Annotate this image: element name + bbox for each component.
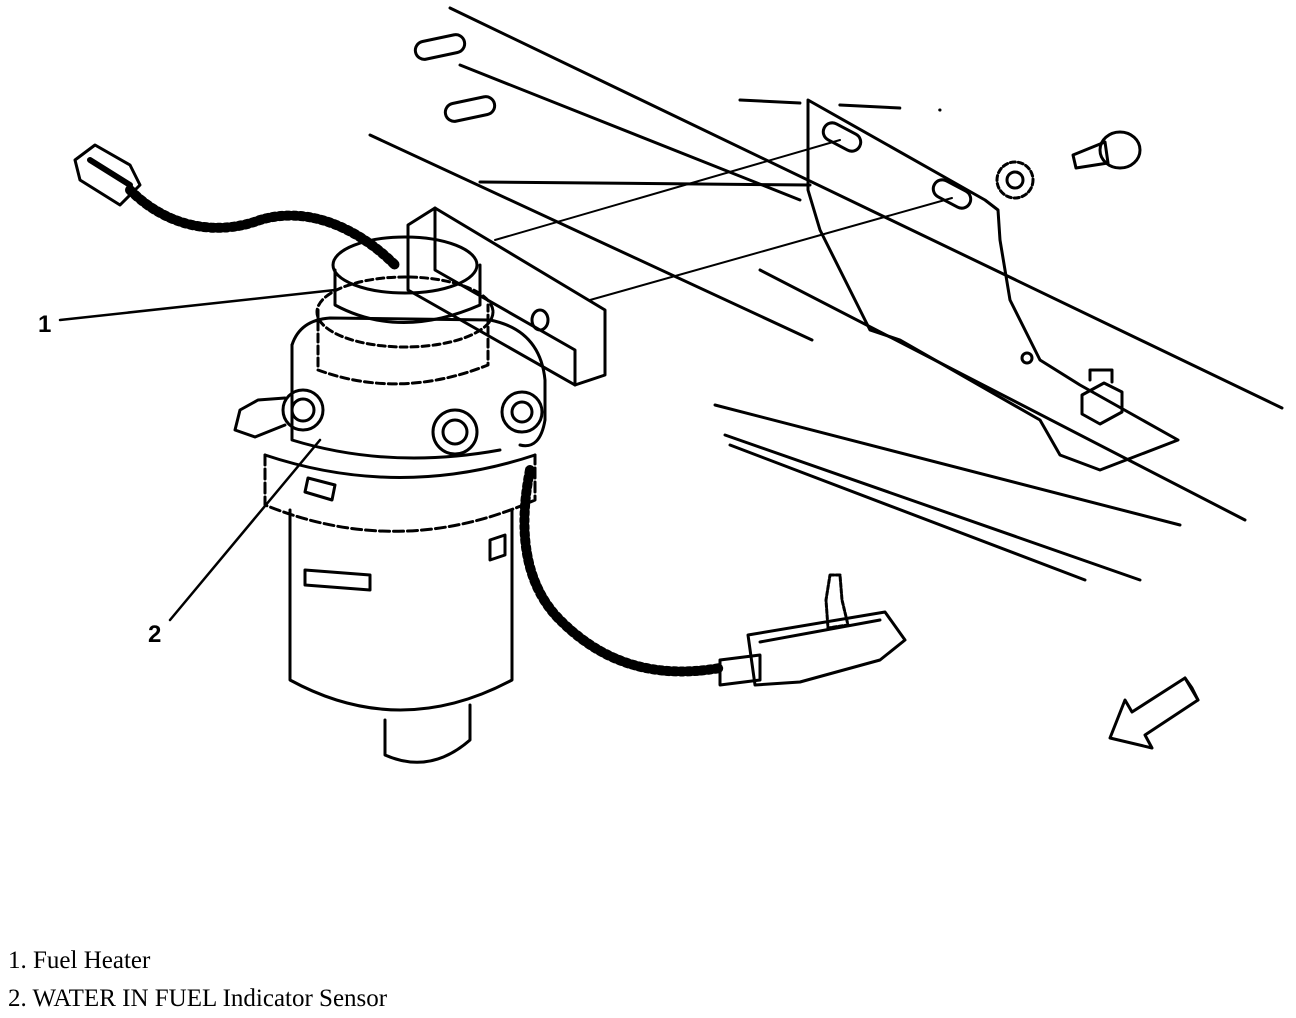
filter-canister: [263, 453, 537, 764]
frame-rail: [368, 6, 1284, 582]
fuel-heater: [315, 235, 495, 386]
callout-leader-2: [168, 438, 322, 622]
wif-sensor-harness: [519, 465, 907, 687]
frame-slot: [443, 95, 497, 123]
callout-1: 1: [38, 311, 51, 338]
callout-2: 2: [148, 621, 161, 648]
fuel-heater-harness: [73, 143, 400, 270]
front-direction-arrow-icon: [1108, 676, 1200, 750]
star-washer-icon: [995, 160, 1035, 200]
frame-slot: [413, 33, 467, 61]
filter-mount-pad: [406, 206, 607, 387]
filter-head: [233, 316, 547, 460]
mounting-bracket: [806, 98, 1180, 472]
callout-leader-1: [58, 288, 337, 322]
mounting-bolt: [995, 130, 1142, 200]
legend: 1. Fuel Heater 2. WATER IN FUEL Indicato…: [8, 942, 387, 1018]
legend-item-wif-sensor: 2. WATER IN FUEL Indicator Sensor: [8, 985, 388, 1012]
legend-item-fuel-heater: 1. Fuel Heater: [8, 947, 151, 974]
